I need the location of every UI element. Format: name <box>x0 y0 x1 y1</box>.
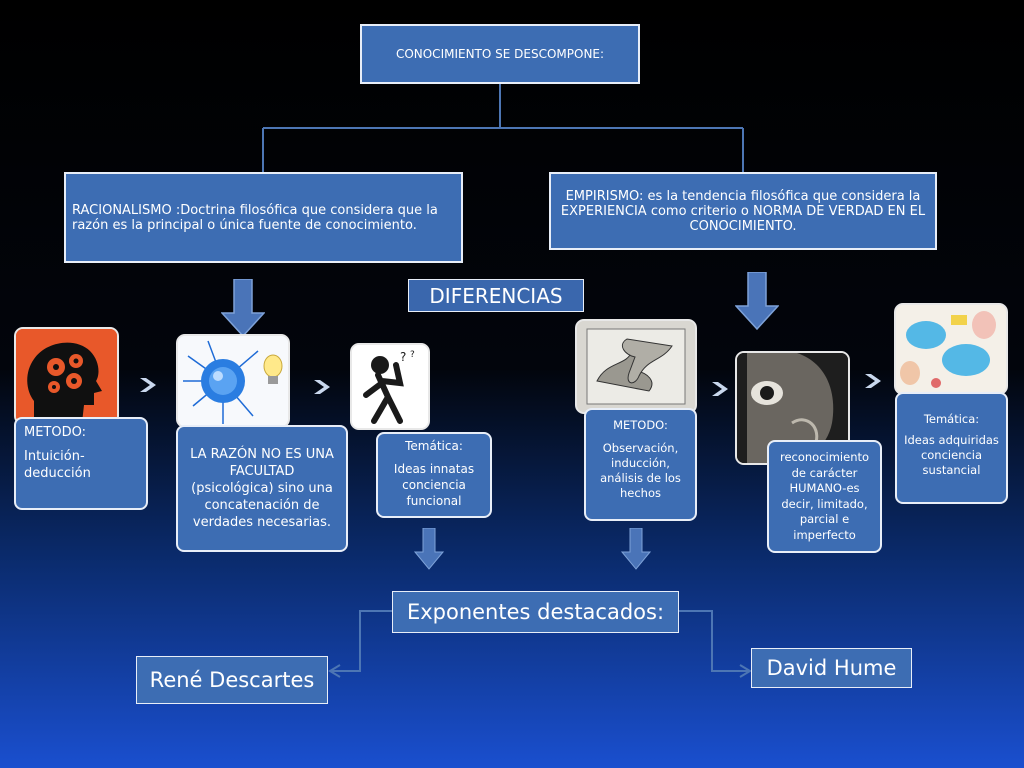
brain-gears-image <box>14 327 119 425</box>
hume-box: David Hume <box>751 648 912 688</box>
tematica-left-text: Ideas innatas conciencia funcional <box>393 462 475 508</box>
metodo-right-title: METODO: <box>613 418 668 432</box>
reconocimiento-box: reconocimiento de carácter HUMANO-es dec… <box>767 440 882 553</box>
top-concept-box: CONOCIMIENTO SE DESCOMPONE: <box>360 24 640 84</box>
diferencias-label: DIFERENCIAS <box>408 279 584 312</box>
exponentes-box: Exponentes destacados: <box>392 591 679 633</box>
abstract-figures-icon <box>896 305 1006 393</box>
down-arrow-right-icon <box>735 272 779 330</box>
svg-text:?: ? <box>400 350 406 364</box>
empirismo-box: EMPIRISMO: es la tendencia filosófica qu… <box>549 172 937 250</box>
metodo-left-box: METODO: Intuición-deducción <box>14 417 148 510</box>
eye-face-image <box>735 351 850 465</box>
thinking-figure-image: ? ? <box>350 343 430 430</box>
metodo-right-box: METODO: Observación, inducción, análisis… <box>584 408 697 521</box>
metodo-left-title: METODO: <box>24 425 86 440</box>
hume-text: David Hume <box>766 656 897 680</box>
chevron-right-icon <box>314 380 330 394</box>
tematica-left-title: Temática: <box>405 439 463 453</box>
thinking-figure-icon: ? ? <box>352 345 428 428</box>
chevron-right-icon <box>712 382 728 396</box>
tematica-right-box: Temática: Ideas adquiridas conciencia su… <box>895 392 1008 504</box>
chevron-right-icon <box>865 374 881 388</box>
down-arrow-small-icon <box>621 528 651 570</box>
razon-box: LA RAZÓN NO ES UNA FACULTAD (psicológica… <box>176 425 348 552</box>
razon-text: LA RAZÓN NO ES UNA FACULTAD (psicológica… <box>190 447 334 530</box>
descartes-text: René Descartes <box>149 668 315 692</box>
reconocimiento-text: reconocimiento de carácter HUMANO-es dec… <box>779 450 870 542</box>
neuron-lightbulb-image <box>176 334 290 428</box>
down-arrow-small-icon <box>414 528 444 570</box>
chevron-right-icon <box>140 378 156 392</box>
svg-text:?: ? <box>410 350 415 360</box>
brain-gears-icon <box>16 329 117 423</box>
exponentes-text: Exponentes destacados: <box>406 600 665 624</box>
racionalismo-box: RACIONALISMO :Doctrina filosófica que co… <box>64 172 463 263</box>
drawing-hands-image <box>575 319 697 414</box>
metodo-left-text: Intuición-deducción <box>24 449 91 481</box>
racionalismo-text: RACIONALISMO :Doctrina filosófica que co… <box>72 202 438 233</box>
abstract-figures-image <box>894 303 1008 395</box>
tematica-right-title: Temática: <box>923 412 980 426</box>
tematica-left-box: Temática: Ideas innatas conciencia funci… <box>376 432 492 518</box>
diferencias-text: DIFERENCIAS <box>429 283 563 308</box>
metodo-right-text: Observación, inducción, análisis de los … <box>600 441 681 500</box>
tematica-right-text: Ideas adquiridas conciencia sustancial <box>904 433 999 477</box>
neuron-lightbulb-icon <box>178 336 288 426</box>
drawing-hands-icon <box>577 321 695 412</box>
down-arrow-left-icon <box>221 279 265 337</box>
empirismo-text: EMPIRISMO: es la tendencia filosófica qu… <box>560 188 926 234</box>
descartes-box: René Descartes <box>136 656 328 704</box>
top-concept-text: CONOCIMIENTO SE DESCOMPONE: <box>395 47 605 61</box>
